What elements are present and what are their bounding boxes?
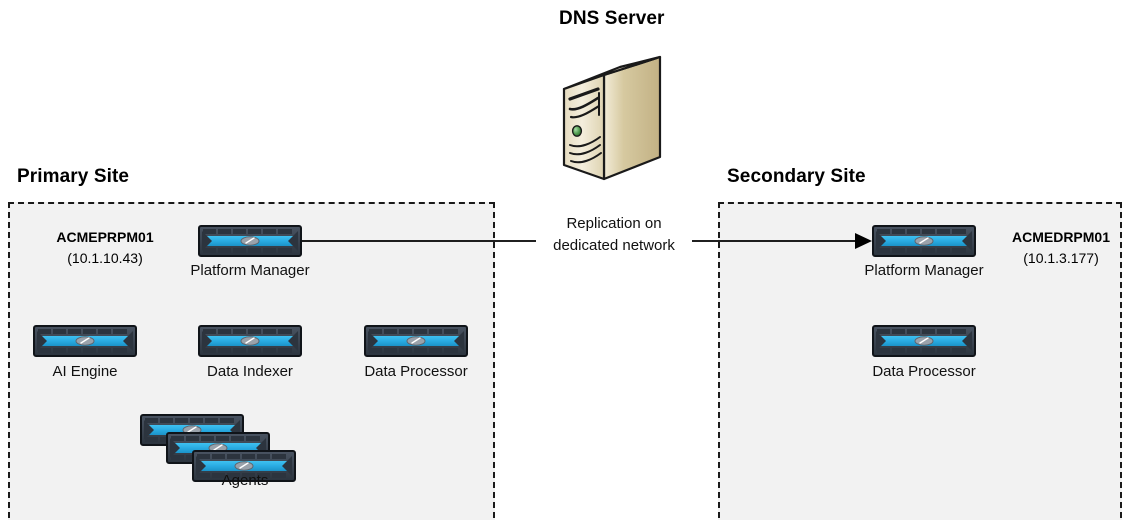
- dns-server-icon: [556, 53, 668, 185]
- secondary-site-title: Secondary Site: [727, 166, 866, 187]
- primary-host-ip: (10.1.10.43): [67, 250, 143, 266]
- primary-data-indexer-icon[interactable]: [198, 325, 302, 357]
- primary-agents-icon-front[interactable]: [192, 450, 296, 482]
- primary-ai-engine-label: AI Engine: [52, 363, 118, 380]
- primary-platform-manager-icon[interactable]: [198, 225, 302, 257]
- primary-host-name: ACMEPRPM01: [56, 229, 154, 245]
- replication-label: Replication on dedicated network: [536, 213, 692, 257]
- primary-data-processor-label: Data Processor: [364, 363, 468, 380]
- secondary-data-processor-label: Data Processor: [872, 363, 976, 380]
- secondary-data-processor-icon[interactable]: [872, 325, 976, 357]
- secondary-platform-manager-icon[interactable]: [872, 225, 976, 257]
- primary-platform-manager-label: Platform Manager: [190, 262, 310, 279]
- replication-label-line2: dedicated network: [553, 236, 675, 254]
- secondary-host-name: ACMEDRPM01: [1011, 229, 1110, 245]
- primary-data-indexer-label: Data Indexer: [207, 363, 293, 380]
- secondary-platform-manager-label: Platform Manager: [864, 262, 984, 279]
- secondary-host-ip: (10.1.3.177): [1023, 250, 1099, 266]
- primary-data-processor-icon[interactable]: [364, 325, 468, 357]
- replication-label-line1: Replication on: [566, 215, 662, 232]
- primary-site-title: Primary Site: [17, 166, 130, 187]
- dns-server-title: DNS Server: [559, 8, 665, 29]
- primary-agents-label: Agents: [221, 472, 269, 489]
- primary-ai-engine-icon[interactable]: [33, 325, 137, 357]
